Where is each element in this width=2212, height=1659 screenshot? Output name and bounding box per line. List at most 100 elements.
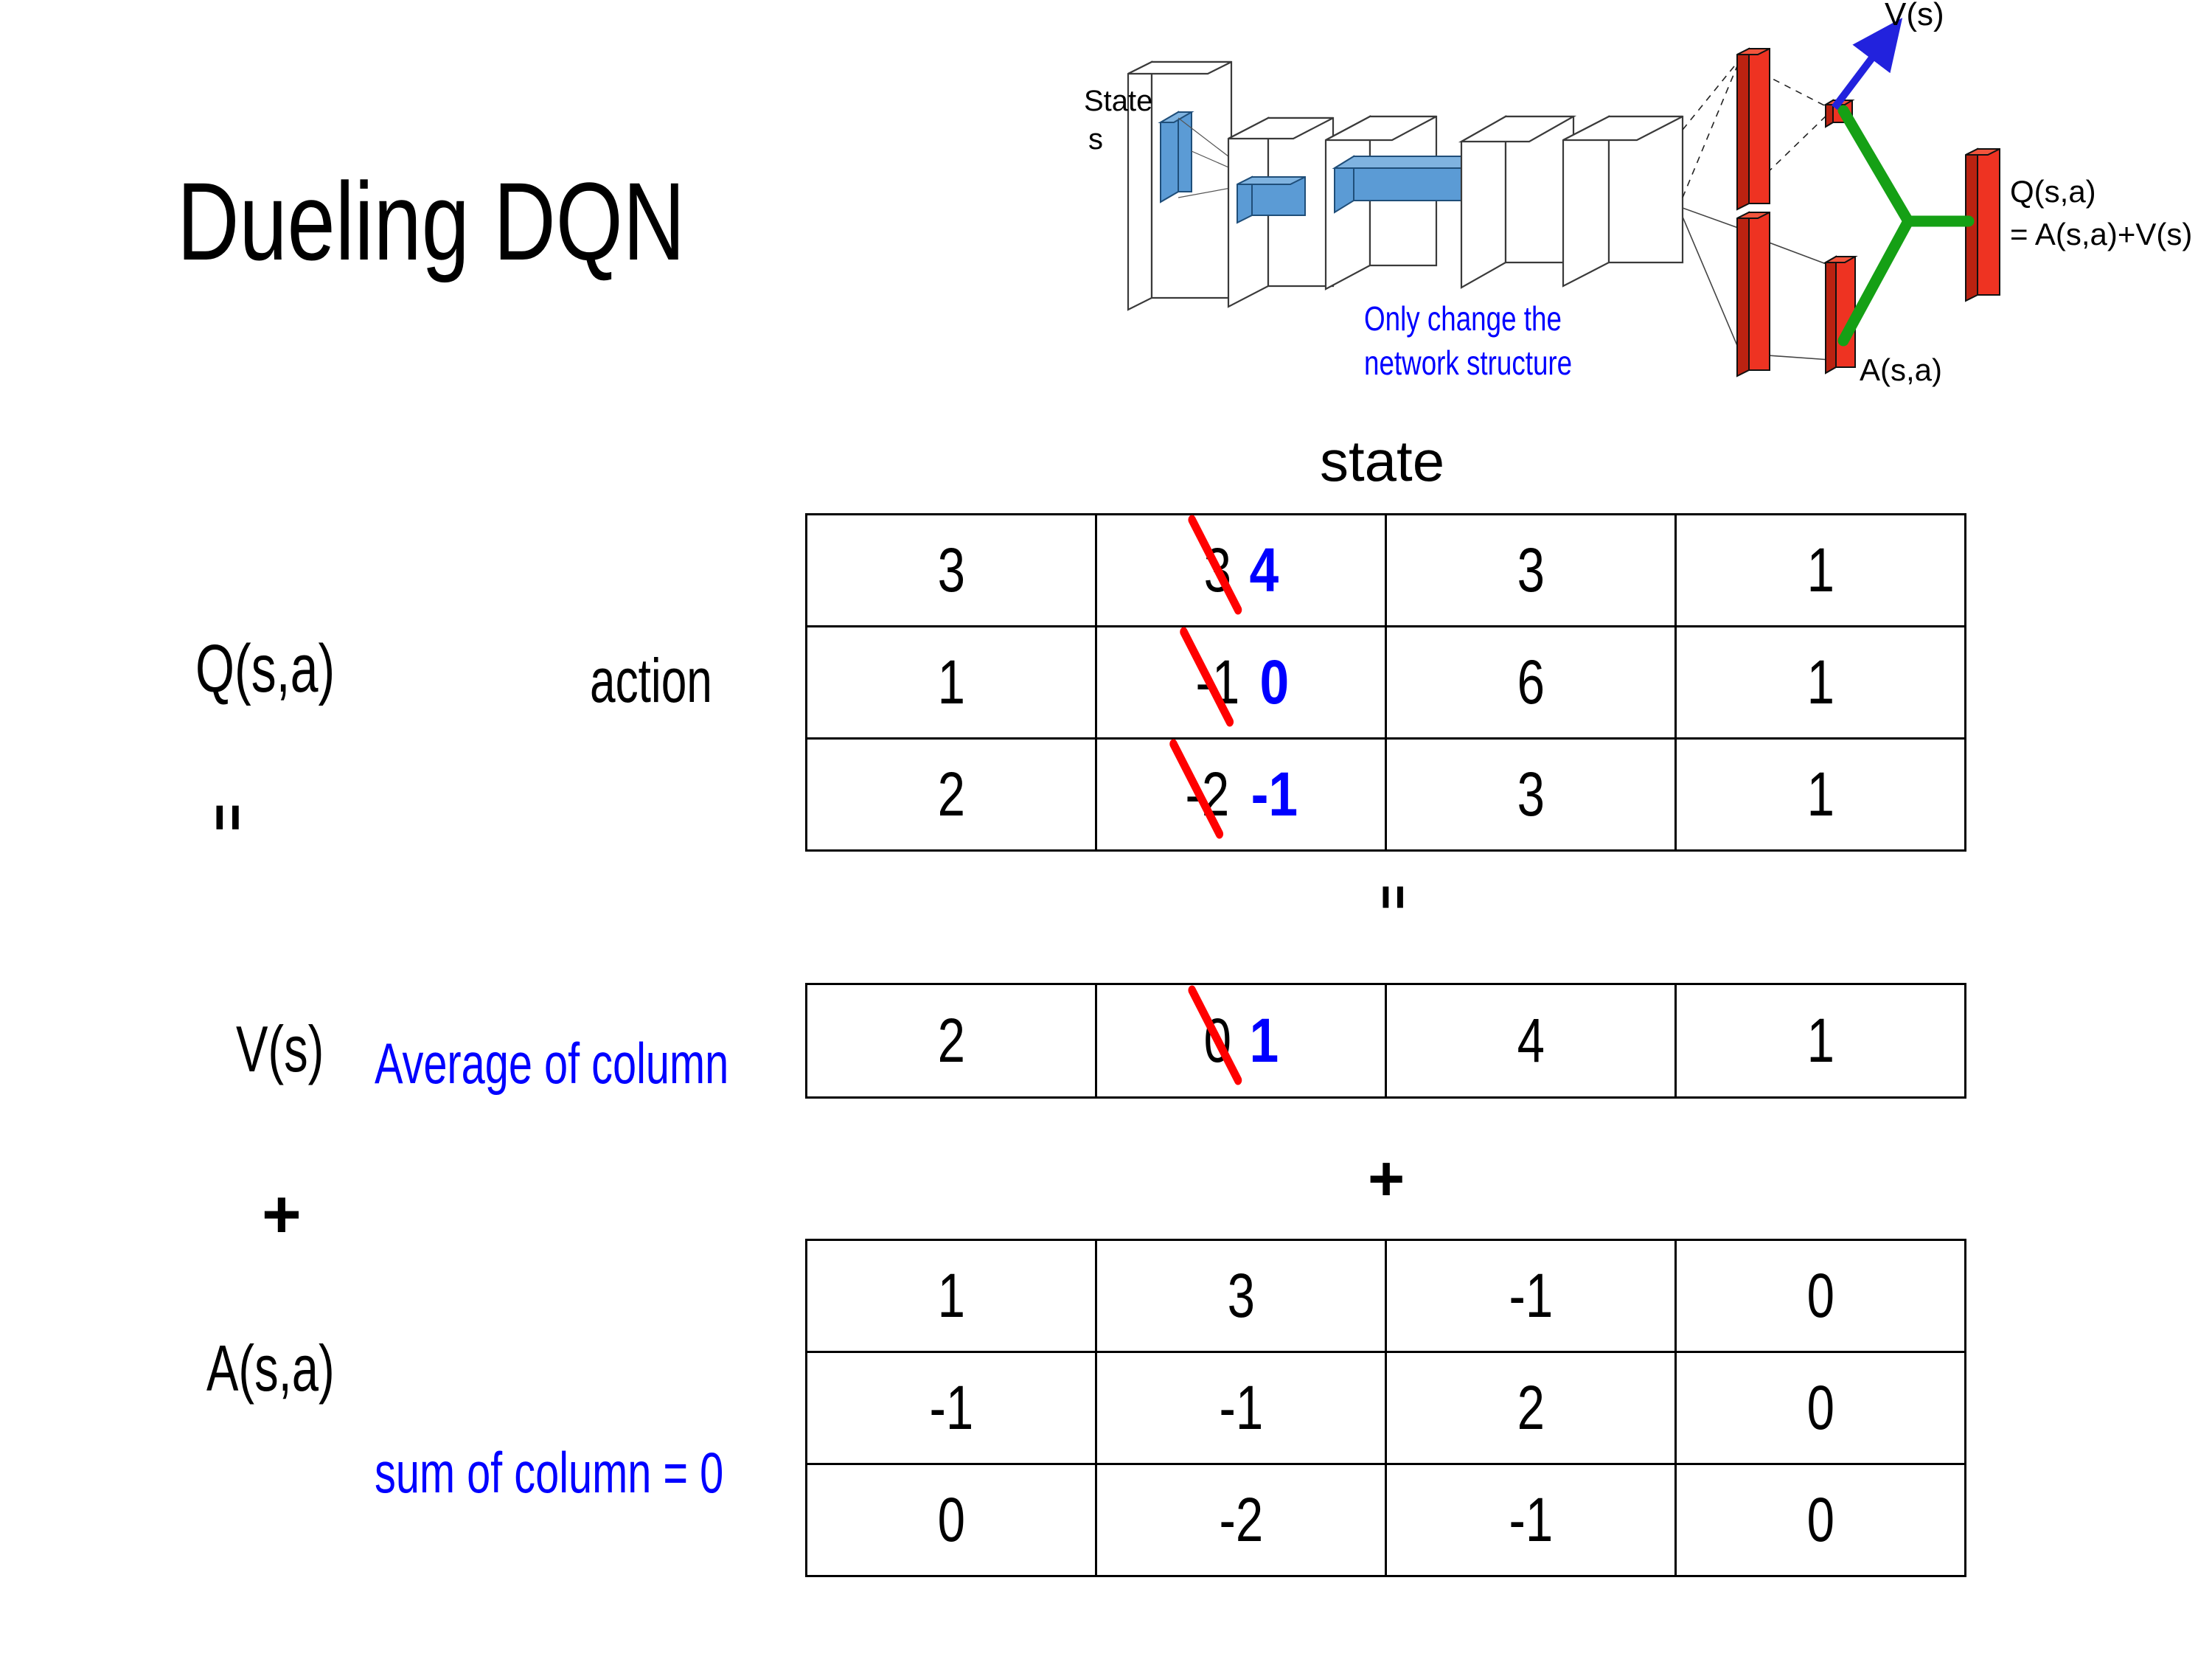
table-cell: 3: [1385, 737, 1677, 852]
a-section-label-text: A(s,a): [206, 1332, 335, 1405]
updated-value: -1: [1251, 759, 1298, 829]
table-cell: 1: [1674, 625, 1966, 740]
v-section-label: V(s): [236, 1012, 355, 1087]
q-section-label-text: Q(s,a): [195, 631, 335, 706]
page-title: Dueling DQN: [177, 159, 686, 283]
table-cell: 1: [805, 625, 1097, 740]
equals-sign-left: =: [194, 804, 262, 831]
cell-value: 1: [1806, 1006, 1834, 1075]
table-cell: 0: [1674, 1351, 1966, 1465]
a-section-label: A(s,a): [206, 1331, 380, 1406]
table-cell: 3: [805, 513, 1097, 627]
cell-value: 0: [1806, 1485, 1834, 1554]
plus-sign-middle-text: +: [1368, 1144, 1405, 1214]
cell-value: 2: [937, 759, 965, 829]
table-row: 2 -2 -1 3 1: [805, 737, 1966, 852]
struck-out-value: -2: [1169, 739, 1230, 839]
diagram-q-label-line1: Q(s,a): [2010, 174, 2096, 209]
table-row: 1 3 -1 0: [805, 1239, 1966, 1353]
sum-of-column-note: sum of column = 0: [375, 1438, 817, 1508]
table-cell: -1: [1385, 1463, 1677, 1577]
diagram-input-label: State: [1084, 85, 1152, 117]
a-value-table: 1 3 -1 0 -1 -1 2 0 0 -2 -1 0: [805, 1239, 1966, 1577]
table-cell: -1 0: [1095, 625, 1387, 740]
diagram-input-sublabel: s: [1088, 123, 1103, 156]
plus-sign-middle: +: [1368, 1143, 1405, 1216]
cell-value: 1: [1806, 647, 1834, 717]
table-cell: 1: [805, 1239, 1097, 1353]
cell-value: 1: [937, 1261, 965, 1330]
cell-value: -1: [1509, 1261, 1553, 1330]
updated-value: 4: [1249, 535, 1279, 605]
cell-value: 3: [1227, 1261, 1255, 1330]
struck-out-value: 0: [1188, 985, 1242, 1085]
cell-value: 3: [937, 535, 965, 605]
cell-value: 1: [1806, 759, 1834, 829]
table-cell: -1: [1095, 1351, 1387, 1465]
updated-value: 0: [1259, 647, 1290, 717]
cell-value: 1: [937, 647, 965, 717]
cell-value: 4: [1517, 1006, 1545, 1075]
table-row: -1 -1 2 0: [805, 1351, 1966, 1465]
table-cell: 2: [1385, 1351, 1677, 1465]
diagram-advantage-label: A(s,a): [1860, 352, 1942, 387]
table-cell: -2 -1: [1095, 737, 1387, 852]
table-row: 1 -1 0 6 1: [805, 625, 1966, 740]
diagram-value-label: V(s): [1885, 0, 1944, 32]
struck-out-value: 3: [1188, 515, 1242, 615]
cell-value: 0: [1806, 1373, 1834, 1442]
table-row: 0 -2 -1 0: [805, 1463, 1966, 1577]
cell-value: 0: [937, 1485, 965, 1554]
dueling-network-diagram: State s V(s) A(s,a) Q(s,a) = A(s,a)+V(s)…: [1084, 0, 2212, 413]
average-of-column-note-text: Average of column: [375, 1031, 729, 1096]
v-section-label-text: V(s): [236, 1012, 324, 1085]
diagram-note-line2: network structure: [1364, 344, 1572, 382]
cell-value: -1: [929, 1373, 973, 1442]
cell-value: -1: [1219, 1373, 1263, 1442]
action-axis-label-text: action: [590, 646, 712, 715]
cell-value: 0: [1806, 1261, 1834, 1330]
cell-value: 1: [1806, 535, 1834, 605]
sum-of-column-note-text: sum of column = 0: [375, 1440, 724, 1505]
cell-value: -1: [1509, 1485, 1553, 1554]
diagram-q-label-line2: = A(s,a)+V(s): [2010, 217, 2192, 251]
diagram-note-line1: Only change the: [1364, 299, 1562, 338]
cell-value: 3: [1517, 759, 1545, 829]
cell-value: 3: [1517, 535, 1545, 605]
updated-value: 1: [1249, 1006, 1279, 1075]
cell-value: 2: [1517, 1373, 1545, 1442]
table-cell: 1: [1674, 513, 1966, 627]
table-cell: -1: [1385, 1239, 1677, 1353]
table-cell: 0: [805, 1463, 1097, 1577]
table-cell: -2: [1095, 1463, 1387, 1577]
table-cell: 6: [1385, 625, 1677, 740]
state-axis-label-text: state: [1320, 428, 1445, 493]
table-cell: -1: [805, 1351, 1097, 1465]
table-cell: 2: [805, 983, 1097, 1099]
cell-value: 2: [937, 1006, 965, 1075]
table-cell: 1: [1674, 983, 1966, 1099]
table-cell: 0: [1674, 1463, 1966, 1577]
action-axis-label: action: [590, 645, 755, 717]
table-cell: 4: [1385, 983, 1677, 1099]
cell-value: 6: [1517, 647, 1545, 717]
plus-sign-left-text: +: [262, 1177, 302, 1252]
average-of-column-note: Average of column: [375, 1029, 787, 1099]
cell-value: -2: [1219, 1485, 1263, 1554]
table-cell: 3: [1385, 513, 1677, 627]
plus-sign-left: +: [262, 1176, 302, 1253]
table-cell: 0: [1674, 1239, 1966, 1353]
table-cell: 1: [1674, 737, 1966, 852]
equals-sign-left-text: =: [195, 804, 261, 832]
table-cell: 3: [1095, 1239, 1387, 1353]
equals-sign-middle-text: =: [1363, 885, 1422, 910]
struck-out-value: -1: [1180, 627, 1240, 727]
q-section-label: Q(s,a): [195, 630, 384, 708]
table-cell: 2: [805, 737, 1097, 852]
